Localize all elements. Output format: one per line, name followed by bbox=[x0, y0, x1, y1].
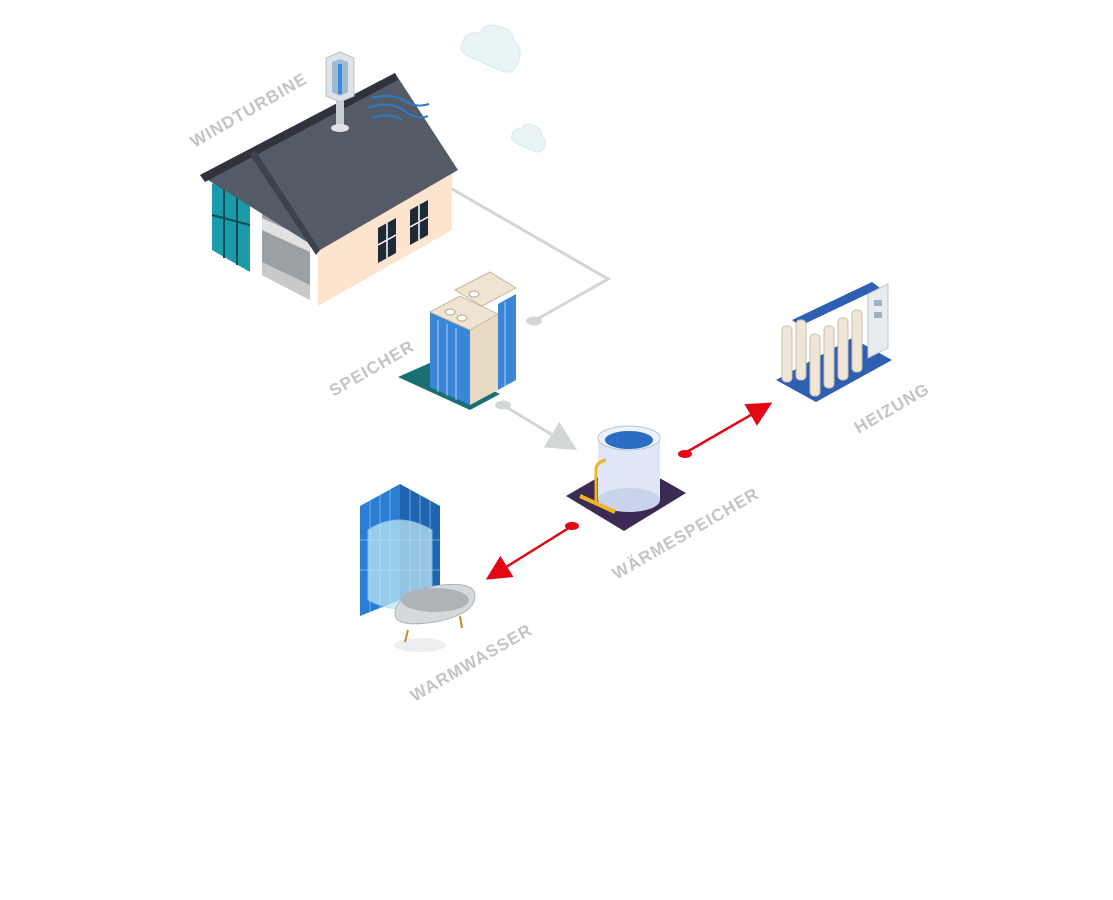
wind-turbine-icon bbox=[325, 51, 355, 132]
cloud-icon bbox=[511, 123, 547, 153]
heater-icon bbox=[776, 282, 892, 402]
storage-building-icon bbox=[398, 271, 518, 410]
connector-speicher-to-waermespeicher bbox=[502, 403, 578, 451]
heat-storage-tank-icon bbox=[566, 425, 686, 531]
connector-waermespeicher-to-heizung bbox=[684, 402, 773, 455]
connector-dot bbox=[565, 522, 579, 530]
cloud-icon bbox=[460, 24, 521, 73]
wind-icon bbox=[367, 94, 430, 121]
connector-dot bbox=[526, 316, 542, 326]
connector-waermespeicher-to-warmwasser bbox=[485, 524, 573, 580]
connector-dot bbox=[678, 450, 692, 458]
connector-house-to-speicher bbox=[380, 146, 612, 323]
connector-dot bbox=[495, 400, 511, 410]
shower-bath-icon bbox=[360, 484, 476, 652]
